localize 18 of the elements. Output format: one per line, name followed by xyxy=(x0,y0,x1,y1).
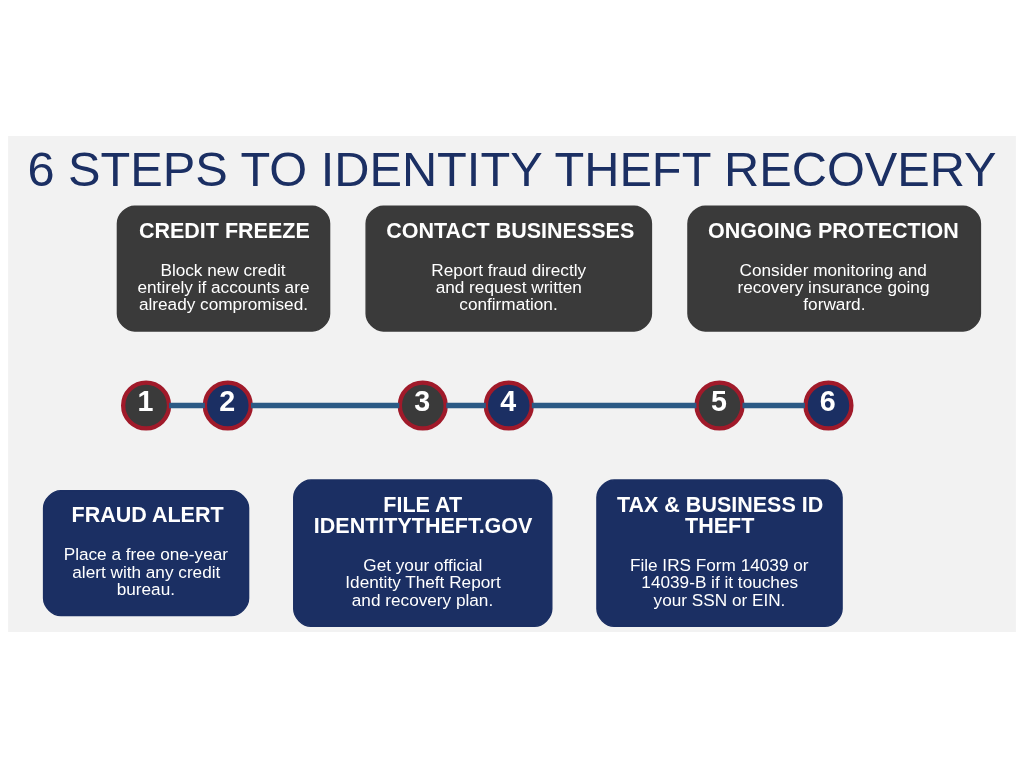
node-circle: 6 xyxy=(803,380,854,431)
connector xyxy=(251,402,400,409)
node-box: CREDIT FREEZE Block new credit entirely if accounts are already compromised. xyxy=(116,205,331,332)
node-box: CONTACT BUSINESSES Report fraud directly and request written confirmation. xyxy=(365,205,653,332)
node-circle: 2 xyxy=(202,380,253,431)
node-circle: 5 xyxy=(694,380,745,431)
node-box: ONGOING PROTECTION Consider monitoring and recovery insurance going forward. xyxy=(687,205,982,332)
diagram-title: 6 STEPS TO IDENTITY THEFT RECOVERY xyxy=(27,142,997,197)
node-circle: 1 xyxy=(121,380,172,431)
connector xyxy=(169,402,205,409)
node-circle: 4 xyxy=(483,380,534,431)
connector xyxy=(531,402,697,409)
connector xyxy=(446,402,486,409)
connector xyxy=(742,402,805,409)
node-box: TAX & BUSINESS ID THEFT File IRS Form 14039 or 14039-B if it touches your SSN or EIN. xyxy=(596,479,843,627)
node-circle: 3 xyxy=(397,380,448,431)
node-box: FILE AT IDENTITYTHEFT.GOV Get your official Identity Theft Report and recovery plan. xyxy=(293,479,553,627)
node-box: FRAUD ALERT Place a free one-year alert with any credit bureau. xyxy=(42,490,250,617)
